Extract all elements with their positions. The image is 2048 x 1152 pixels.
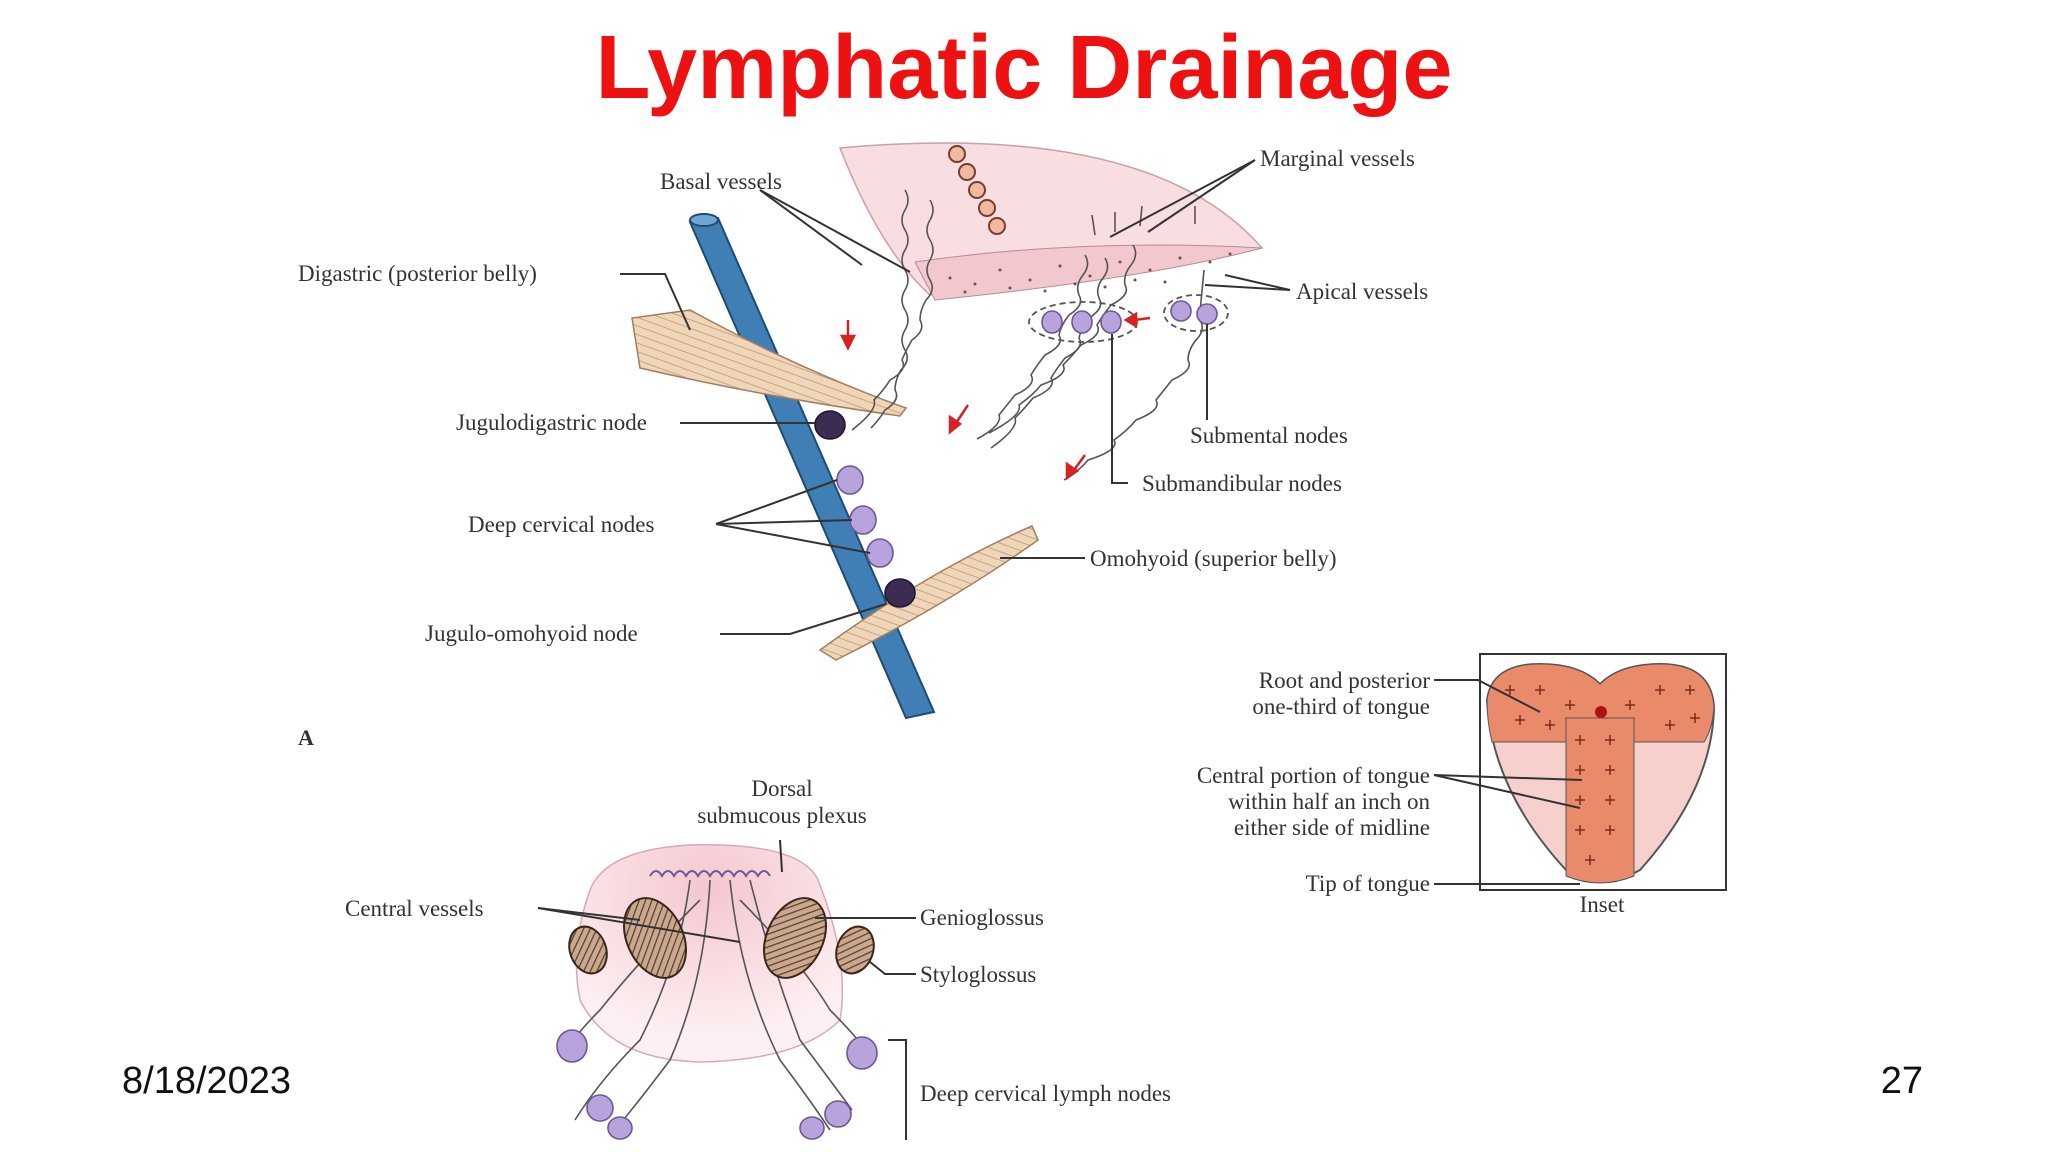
internal-jugular-vein — [688, 216, 936, 720]
label-central-line3: either side of midline — [1234, 815, 1430, 840]
label-central-line2: within half an inch on — [1228, 789, 1430, 814]
submandibular-node — [1071, 310, 1093, 334]
label-digastric: Digastric (posterior belly) — [298, 261, 537, 286]
leader-lines-inset — [1433, 679, 1583, 885]
label-jugulodigastric-node: Jugulodigastric node — [456, 410, 647, 435]
label-central-line1: Central portion of tongue — [1197, 763, 1430, 788]
deep-cervical-lymph-node — [556, 1029, 588, 1063]
label-apical-vessels: Apical vessels — [1296, 279, 1428, 304]
inset-foramen-cecum — [1595, 706, 1607, 718]
flow-arrows — [839, 311, 1151, 481]
label-dorsal-line1: Dorsal — [751, 776, 812, 801]
styloglossus-right — [835, 925, 875, 975]
dorsal-submucous-plexus — [649, 870, 771, 878]
label-tip-of-tongue: Tip of tongue — [1306, 871, 1430, 896]
deep-cervical-node — [836, 465, 864, 495]
tongue-submucosa — [914, 244, 1263, 301]
deep-cervical-node — [849, 505, 877, 535]
submandibular-node — [1041, 310, 1063, 334]
label-submandibular-nodes: Submandibular nodes — [1142, 471, 1342, 496]
styloglossus-left — [568, 925, 608, 975]
jugulodigastric-node — [814, 410, 846, 440]
inset-root-region — [1486, 663, 1715, 743]
label-deep-cervical-nodes: Deep cervical nodes — [468, 512, 655, 537]
slide-title: Lymphatic Drainage — [595, 18, 1453, 118]
label-submental-nodes: Submental nodes — [1190, 423, 1348, 448]
deep-cervical-lymph-node — [824, 1100, 852, 1128]
deep-cervical-lymph-node — [607, 1116, 633, 1140]
label-styloglossus: Styloglossus — [920, 962, 1036, 987]
inset-caption: Inset — [1580, 892, 1625, 917]
genioglossus-left — [623, 897, 687, 979]
label-genioglossus: Genioglossus — [920, 905, 1044, 930]
inset-central-strip — [1565, 717, 1635, 884]
label-root-line1: Root and posterior — [1259, 668, 1431, 693]
submucosa-dots — [948, 252, 1232, 294]
leader-lines-b — [537, 839, 916, 1140]
deep-cervical-lymph-node — [799, 1116, 825, 1140]
label-central-vessels: Central vessels — [345, 896, 484, 921]
deep-cervical-lymph-node — [846, 1036, 878, 1070]
label-jugulo-omohyoid-node: Jugulo-omohyoid node — [425, 621, 638, 646]
digastric-muscle — [631, 309, 908, 417]
lymph-vessels — [851, 189, 1205, 481]
label-basal-vessels: Basal vessels — [660, 169, 782, 194]
jugulo-omohyoid-node — [884, 578, 916, 608]
submental-node — [1196, 303, 1218, 325]
vallate-papillae — [948, 145, 1006, 235]
inset-crosses — [1505, 685, 1700, 865]
label-marginal-vessels: Marginal vessels — [1260, 146, 1415, 171]
submandibular-node — [1100, 310, 1122, 334]
deep-cervical-lymph-node — [586, 1094, 614, 1122]
label-omohyoid: Omohyoid (superior belly) — [1090, 546, 1337, 571]
label-dorsal-line2: submucous plexus — [697, 803, 866, 828]
submental-node — [1170, 300, 1192, 322]
label-deep-cervical-lymph-nodes: Deep cervical lymph nodes — [920, 1081, 1171, 1106]
slide-number: 27 — [1880, 1060, 1923, 1102]
genioglossus-right — [763, 897, 827, 979]
submental-node-group-outline — [1163, 294, 1229, 332]
leader-lines-a — [620, 159, 1291, 635]
label-root-line2: one-third of tongue — [1252, 694, 1430, 719]
panel-label-a: A — [298, 725, 314, 750]
slide-date: 8/18/2023 — [122, 1060, 292, 1102]
deep-cervical-node — [866, 538, 894, 568]
